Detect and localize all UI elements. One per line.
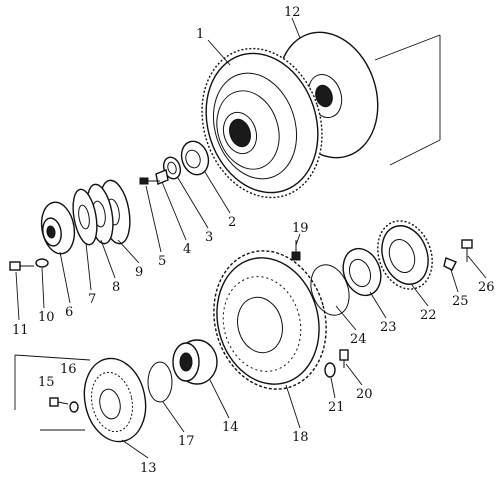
callout-18: 18 xyxy=(292,430,309,445)
part-6-hub xyxy=(40,201,76,255)
callout-12: 12 xyxy=(284,5,301,20)
callout-14: 14 xyxy=(222,420,239,435)
part-22-gear xyxy=(377,220,433,290)
callout-1: 1 xyxy=(196,27,204,42)
callout-17: 17 xyxy=(178,434,195,449)
part-15-bolt xyxy=(49,397,69,407)
callout-6: 6 xyxy=(65,305,73,320)
part-14-hub xyxy=(172,339,218,385)
callout-8: 8 xyxy=(112,280,120,295)
part-7-plate xyxy=(72,188,98,246)
callout-25: 25 xyxy=(452,294,469,309)
part-24-snap-ring xyxy=(310,264,350,316)
callout-13: 13 xyxy=(140,461,157,476)
leader-lines xyxy=(15,17,487,459)
callout-26: 26 xyxy=(478,280,495,295)
callout-19: 19 xyxy=(292,221,309,236)
callout-23: 23 xyxy=(380,320,397,335)
callout-5: 5 xyxy=(158,254,166,269)
callout-7: 7 xyxy=(88,292,96,307)
callout-2: 2 xyxy=(228,215,236,230)
part-19-bolt xyxy=(291,240,301,261)
callout-22: 22 xyxy=(420,308,437,323)
part-2-bearing xyxy=(180,140,210,176)
callout-10: 10 xyxy=(38,310,55,325)
part-20-bolt xyxy=(339,349,349,368)
part-13-wheel xyxy=(14,354,147,443)
callout-21: 21 xyxy=(328,400,345,415)
callout-24: 24 xyxy=(350,332,367,347)
part-10-washer xyxy=(35,258,49,268)
part-16-washer xyxy=(69,401,79,413)
part-23-bearing xyxy=(342,247,382,297)
part-18-housing xyxy=(213,250,327,390)
part-25-clip xyxy=(443,257,457,271)
callout-labels: 1 2 3 4 5 6 7 8 9 10 11 12 13 14 15 16 1… xyxy=(12,5,495,476)
part-11-bolt xyxy=(9,261,34,271)
callout-11: 11 xyxy=(12,323,29,338)
callout-16: 16 xyxy=(60,362,77,377)
part-5-bolt xyxy=(139,177,160,185)
part-1-ring-gear xyxy=(201,47,323,199)
callout-15: 15 xyxy=(38,375,55,390)
part-21-washer xyxy=(324,362,336,378)
callout-3: 3 xyxy=(205,230,213,245)
part-17-snap-ring xyxy=(147,361,173,403)
part-26-bolt xyxy=(461,239,473,262)
callout-4: 4 xyxy=(183,242,191,257)
callout-9: 9 xyxy=(135,265,143,280)
part-4-lock-plate xyxy=(155,169,169,185)
callout-20: 20 xyxy=(356,387,373,402)
